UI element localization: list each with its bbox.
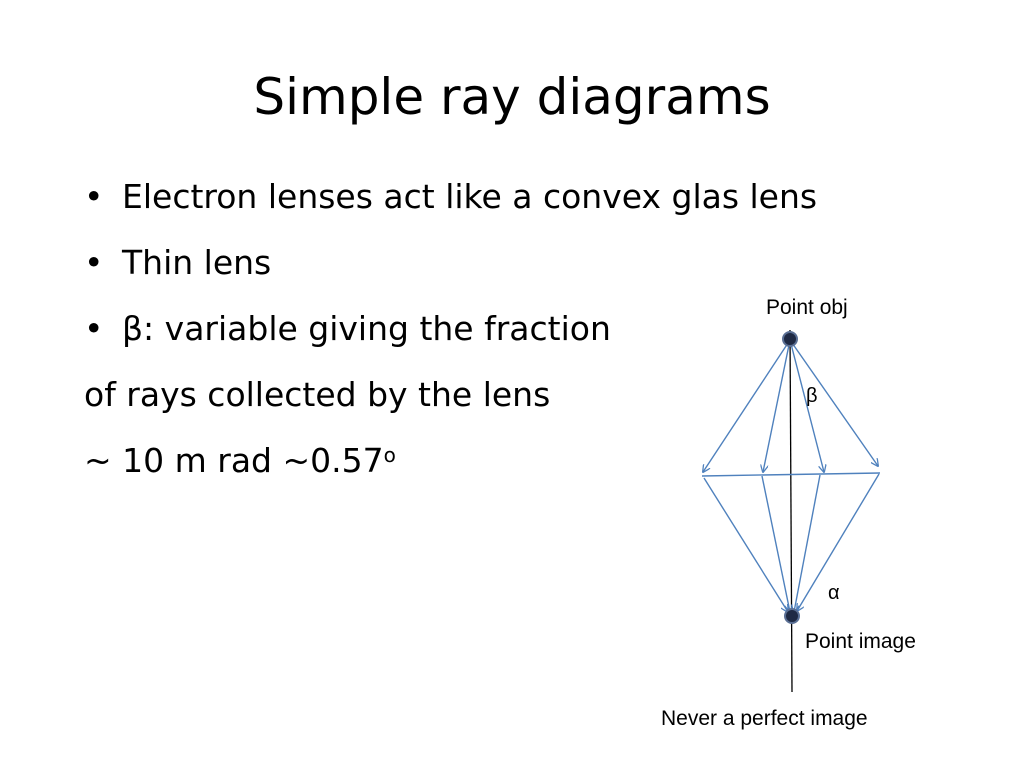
bullet-text: Thin lens	[122, 243, 272, 282]
lens-plane	[701, 472, 881, 477]
text-line: ~ 10 m rad ~0.57o	[84, 432, 704, 498]
alpha-label: α	[828, 582, 840, 604]
object-point	[782, 331, 798, 347]
ray-lower-1	[703, 477, 788, 612]
ray-upper-1	[703, 339, 791, 472]
continuation-text: of rays collected by the lens	[84, 375, 551, 414]
ray-upper-3	[789, 339, 824, 472]
ray-lower-3	[794, 474, 821, 612]
bullet-item: β: variable giving the fraction	[84, 300, 704, 366]
bullet-item: Electron lenses act like a convex glas l…	[84, 168, 817, 234]
image-label: Point image	[805, 630, 916, 653]
text-line: of rays collected by the lens	[84, 366, 704, 432]
bullet-text: β: variable giving the fraction	[122, 309, 611, 348]
angle-value-text: ~ 10 m rad ~0.57	[84, 441, 384, 480]
bullet-item: Thin lens	[84, 234, 704, 300]
optical-axis	[789, 329, 793, 693]
diagram-caption: Never a perfect image	[661, 707, 868, 730]
ray-upper-2	[763, 339, 791, 472]
ray-lower-2	[761, 475, 790, 612]
object-label: Point obj	[766, 296, 848, 319]
bullet-text: Electron lenses act like a convex glas l…	[122, 177, 818, 216]
degree-superscript: o	[383, 443, 396, 467]
ray-lower-4	[797, 473, 880, 611]
ray-upper-4	[789, 339, 878, 466]
bullet-list: Electron lenses act like a convex glas l…	[84, 168, 817, 498]
beta-label: β	[806, 385, 818, 407]
image-point	[784, 608, 800, 624]
slide-title: Simple ray diagrams	[253, 68, 771, 126]
